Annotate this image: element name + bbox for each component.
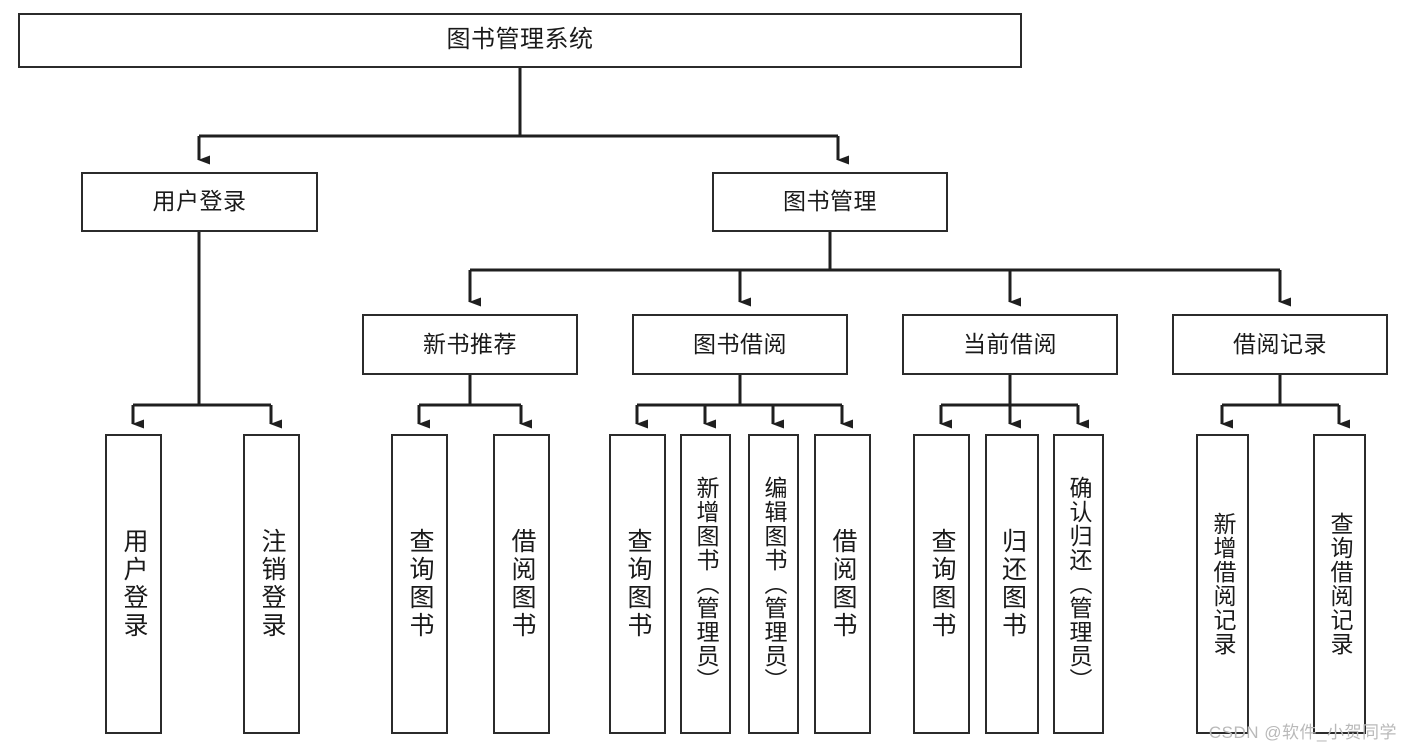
node-leaf-query-record-label: 查询借阅记录 <box>1327 512 1353 656</box>
node-leaf-query-book-1-label: 查询图书 <box>406 528 434 640</box>
node-root[interactable]: 图书管理系统 <box>18 13 1022 68</box>
node-current-borrow[interactable]: 当前借阅 <box>902 314 1118 375</box>
node-leaf-query-record[interactable]: 查询借阅记录 <box>1313 434 1366 734</box>
node-user-login[interactable]: 用户登录 <box>81 172 318 232</box>
node-leaf-logout-label: 注销登录 <box>258 528 286 640</box>
node-leaf-add-book[interactable]: 新增图书（管理员） <box>680 434 731 734</box>
node-current-borrow-label: 当前借阅 <box>963 330 1057 357</box>
node-leaf-return-book[interactable]: 归还图书 <box>985 434 1039 734</box>
node-book-manage-label: 图书管理 <box>783 188 877 215</box>
node-leaf-query-book-3-label: 查询图书 <box>928 528 956 640</box>
node-leaf-query-book-2[interactable]: 查询图书 <box>609 434 666 734</box>
node-leaf-user-login-label: 用户登录 <box>120 528 148 640</box>
node-leaf-borrow-book-2-label: 借阅图书 <box>829 528 857 640</box>
node-leaf-edit-book-label: 编辑图书（管理员） <box>761 476 787 692</box>
node-book-borrow[interactable]: 图书借阅 <box>632 314 848 375</box>
node-borrow-record-label: 借阅记录 <box>1233 330 1327 357</box>
node-leaf-borrow-book-1-label: 借阅图书 <box>508 528 536 640</box>
node-book-manage[interactable]: 图书管理 <box>712 172 948 232</box>
node-new-book-recommend-label: 新书推荐 <box>423 330 517 357</box>
node-leaf-edit-book[interactable]: 编辑图书（管理员） <box>748 434 799 734</box>
node-leaf-confirm-return-label: 确认归还（管理员） <box>1066 476 1092 692</box>
node-leaf-confirm-return[interactable]: 确认归还（管理员） <box>1053 434 1104 734</box>
node-leaf-add-book-label: 新增图书（管理员） <box>693 476 719 692</box>
node-leaf-logout[interactable]: 注销登录 <box>243 434 300 734</box>
node-borrow-record[interactable]: 借阅记录 <box>1172 314 1388 375</box>
node-user-login-label: 用户登录 <box>152 188 247 215</box>
node-leaf-query-book-1[interactable]: 查询图书 <box>391 434 448 734</box>
node-leaf-add-record[interactable]: 新增借阅记录 <box>1196 434 1249 734</box>
node-leaf-query-book-2-label: 查询图书 <box>624 528 652 640</box>
node-root-label: 图书管理系统 <box>446 26 594 54</box>
node-leaf-add-record-label: 新增借阅记录 <box>1210 512 1236 656</box>
node-leaf-user-login[interactable]: 用户登录 <box>105 434 162 734</box>
node-book-borrow-label: 图书借阅 <box>693 330 787 357</box>
node-leaf-borrow-book-2[interactable]: 借阅图书 <box>814 434 871 734</box>
node-leaf-return-book-label: 归还图书 <box>998 528 1027 640</box>
node-leaf-borrow-book-1[interactable]: 借阅图书 <box>493 434 550 734</box>
watermark-text: CSDN @软件_小贺同学 <box>1208 723 1397 742</box>
node-new-book-recommend[interactable]: 新书推荐 <box>362 314 578 375</box>
node-leaf-query-book-3[interactable]: 查询图书 <box>913 434 970 734</box>
